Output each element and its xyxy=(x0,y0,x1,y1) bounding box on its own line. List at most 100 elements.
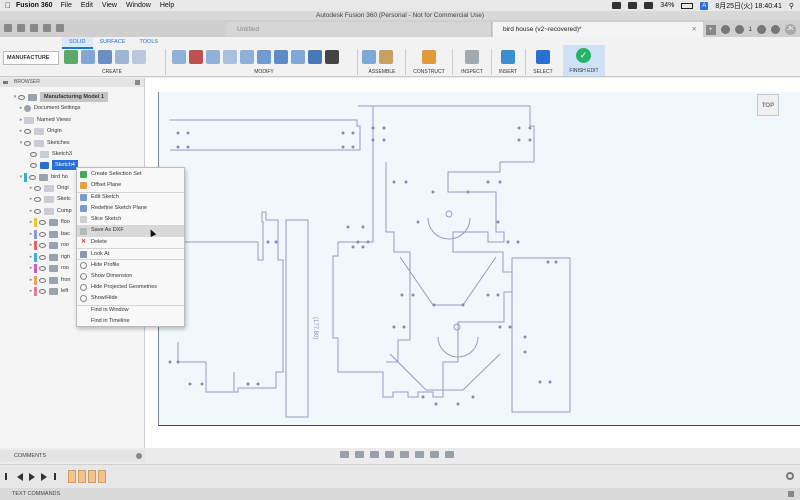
menu-item-hide-profile[interactable]: Hide Profile xyxy=(77,259,184,270)
menu-item-offset-plane[interactable]: Offset Plane xyxy=(77,180,184,191)
browser-item-floor[interactable]: ▸ floo xyxy=(28,217,70,227)
orbit-icon[interactable] xyxy=(340,451,349,458)
browser-item-roof-1[interactable]: ▸ roo xyxy=(28,240,69,250)
finish-edit-button[interactable]: ✓ FINISH EDIT xyxy=(563,45,605,76)
workspace-switcher[interactable]: MANUFACTURE xyxy=(3,51,59,65)
visibility-icon[interactable] xyxy=(39,277,46,283)
sketch-geometry[interactable]: (177.80) xyxy=(158,92,800,426)
battery-icon[interactable] xyxy=(681,2,694,9)
new-component-icon[interactable] xyxy=(64,50,78,64)
close-icon[interactable]: ✕ xyxy=(691,26,697,33)
browser-item-components[interactable]: ▸ Comp xyxy=(28,206,72,216)
viewports-icon[interactable] xyxy=(445,451,454,458)
browser-item-named-views[interactable]: ▸ Named Views xyxy=(18,115,71,125)
visibility-icon[interactable] xyxy=(39,219,46,225)
visibility-icon[interactable] xyxy=(30,151,37,157)
expand-icon[interactable]: ▸ xyxy=(29,196,33,202)
step-forward-icon[interactable] xyxy=(41,473,47,481)
extensions-icon[interactable] xyxy=(720,25,730,34)
wifi-icon[interactable] xyxy=(644,2,654,9)
fit-icon[interactable] xyxy=(400,451,409,458)
menu-item-redefine-sketch-plane[interactable]: Redefine Sketch Plane xyxy=(77,203,184,214)
menu-window[interactable]: Window xyxy=(125,2,151,9)
menu-item-delete[interactable]: ✕ Delete xyxy=(77,237,184,248)
go-to-start-icon[interactable] xyxy=(5,473,7,480)
menu-edit[interactable]: Edit xyxy=(80,2,93,9)
offset-plane-icon[interactable] xyxy=(422,50,436,64)
timeline-feature[interactable] xyxy=(68,470,76,483)
avatar[interactable]: JK xyxy=(785,24,796,35)
expand-icon[interactable]: ▾ xyxy=(13,94,17,100)
construct-group-label[interactable]: CONSTRUCT xyxy=(413,69,445,75)
browser-item-origin-sub[interactable]: ▸ Origi xyxy=(28,183,69,193)
menu-item-show-hide[interactable]: Show/Hide xyxy=(77,293,184,304)
insert-group-label[interactable]: INSERT xyxy=(498,69,518,75)
joint-icon[interactable] xyxy=(379,50,393,64)
grid-icon[interactable] xyxy=(4,24,12,32)
create-sketch-icon[interactable] xyxy=(81,50,95,64)
app-menu[interactable]: Fusion 360 xyxy=(16,2,53,9)
sweep-icon[interactable] xyxy=(132,50,146,64)
draft-icon[interactable] xyxy=(240,50,254,64)
browser-item-origin[interactable]: ▸ Origin xyxy=(18,126,62,136)
chamfer-icon[interactable] xyxy=(206,50,220,64)
visibility-icon[interactable] xyxy=(34,196,41,202)
menu-item-slice-sketch[interactable]: Slice Sketch xyxy=(77,214,184,225)
search-icon[interactable]: ⚲ xyxy=(788,2,794,10)
viewcube-face[interactable]: TOP xyxy=(757,94,779,116)
fillet-icon[interactable] xyxy=(189,50,203,64)
step-back-icon[interactable] xyxy=(17,473,23,481)
help-icon[interactable] xyxy=(771,25,780,34)
dimension-label[interactable]: (177.80) xyxy=(312,317,318,339)
zoom-icon[interactable] xyxy=(385,451,394,458)
tab-solid[interactable]: SOLID xyxy=(62,37,93,49)
doc-tab-bird-house[interactable]: bird house (v2~recovered)* ✕ xyxy=(493,22,703,37)
visibility-icon[interactable] xyxy=(34,208,41,214)
new-component-icon[interactable] xyxy=(362,50,376,64)
expand-icon[interactable]: ▸ xyxy=(29,277,33,283)
pan-icon[interactable] xyxy=(370,451,379,458)
visibility-icon[interactable] xyxy=(39,254,46,260)
redo-icon[interactable] xyxy=(56,24,64,32)
expand-panel-icon[interactable] xyxy=(788,491,794,497)
status-icon[interactable] xyxy=(612,2,622,9)
extrude-icon[interactable] xyxy=(98,50,112,64)
visibility-icon[interactable] xyxy=(18,94,25,100)
insert-image-icon[interactable] xyxy=(501,50,515,64)
viewcube[interactable]: TOP xyxy=(754,90,784,120)
visibility-icon[interactable] xyxy=(34,185,41,191)
visibility-icon[interactable] xyxy=(39,265,46,271)
timeline-feature[interactable] xyxy=(98,470,106,483)
timeline-feature[interactable] xyxy=(78,470,86,483)
browser-item-bird-house[interactable]: ▾ bird ho xyxy=(18,172,68,182)
visibility-icon[interactable] xyxy=(39,242,46,248)
expand-icon[interactable]: ▸ xyxy=(19,117,23,123)
menu-item-hide-projected-geometries[interactable]: Hide Projected Geometries xyxy=(77,282,184,293)
browser-item-sketch3[interactable]: Sketch3 xyxy=(30,149,72,159)
pin-icon[interactable] xyxy=(135,80,140,85)
select-group-label[interactable]: SELECT xyxy=(533,69,553,75)
menu-file[interactable]: File xyxy=(60,2,72,9)
browser-item-sketch4[interactable]: Sketch4 xyxy=(30,160,78,170)
replace-face-icon[interactable] xyxy=(291,50,305,64)
add-comment-icon[interactable] xyxy=(136,453,142,459)
visibility-icon[interactable] xyxy=(30,162,37,168)
browser-item-sketches[interactable]: ▾ Sketches xyxy=(18,138,70,148)
menu-item-save-as-dxf[interactable]: Save As DXF xyxy=(77,225,184,237)
menu-item-edit-sketch[interactable]: Edit Sketch xyxy=(77,191,184,203)
expand-icon[interactable]: ▸ xyxy=(29,231,33,237)
menu-item-show-dimension[interactable]: Show Dimension xyxy=(77,271,184,282)
display-settings-icon[interactable] xyxy=(415,451,424,458)
browser-item-back[interactable]: ▸ bac xyxy=(28,229,70,239)
expand-icon[interactable]: ▾ xyxy=(19,174,23,180)
tab-tools[interactable]: TOOLS xyxy=(139,39,159,45)
apple-icon[interactable]:  xyxy=(0,1,16,10)
comments-panel[interactable]: COMMENTS xyxy=(0,450,145,462)
go-to-end-icon[interactable] xyxy=(54,473,56,480)
expand-icon[interactable]: ▸ xyxy=(29,185,33,191)
select-icon[interactable] xyxy=(536,50,550,64)
gear-icon[interactable] xyxy=(786,472,794,480)
expand-icon[interactable]: ▾ xyxy=(19,140,23,146)
play-icon[interactable] xyxy=(29,473,35,481)
browser-header[interactable]: BROWSER xyxy=(0,78,144,87)
